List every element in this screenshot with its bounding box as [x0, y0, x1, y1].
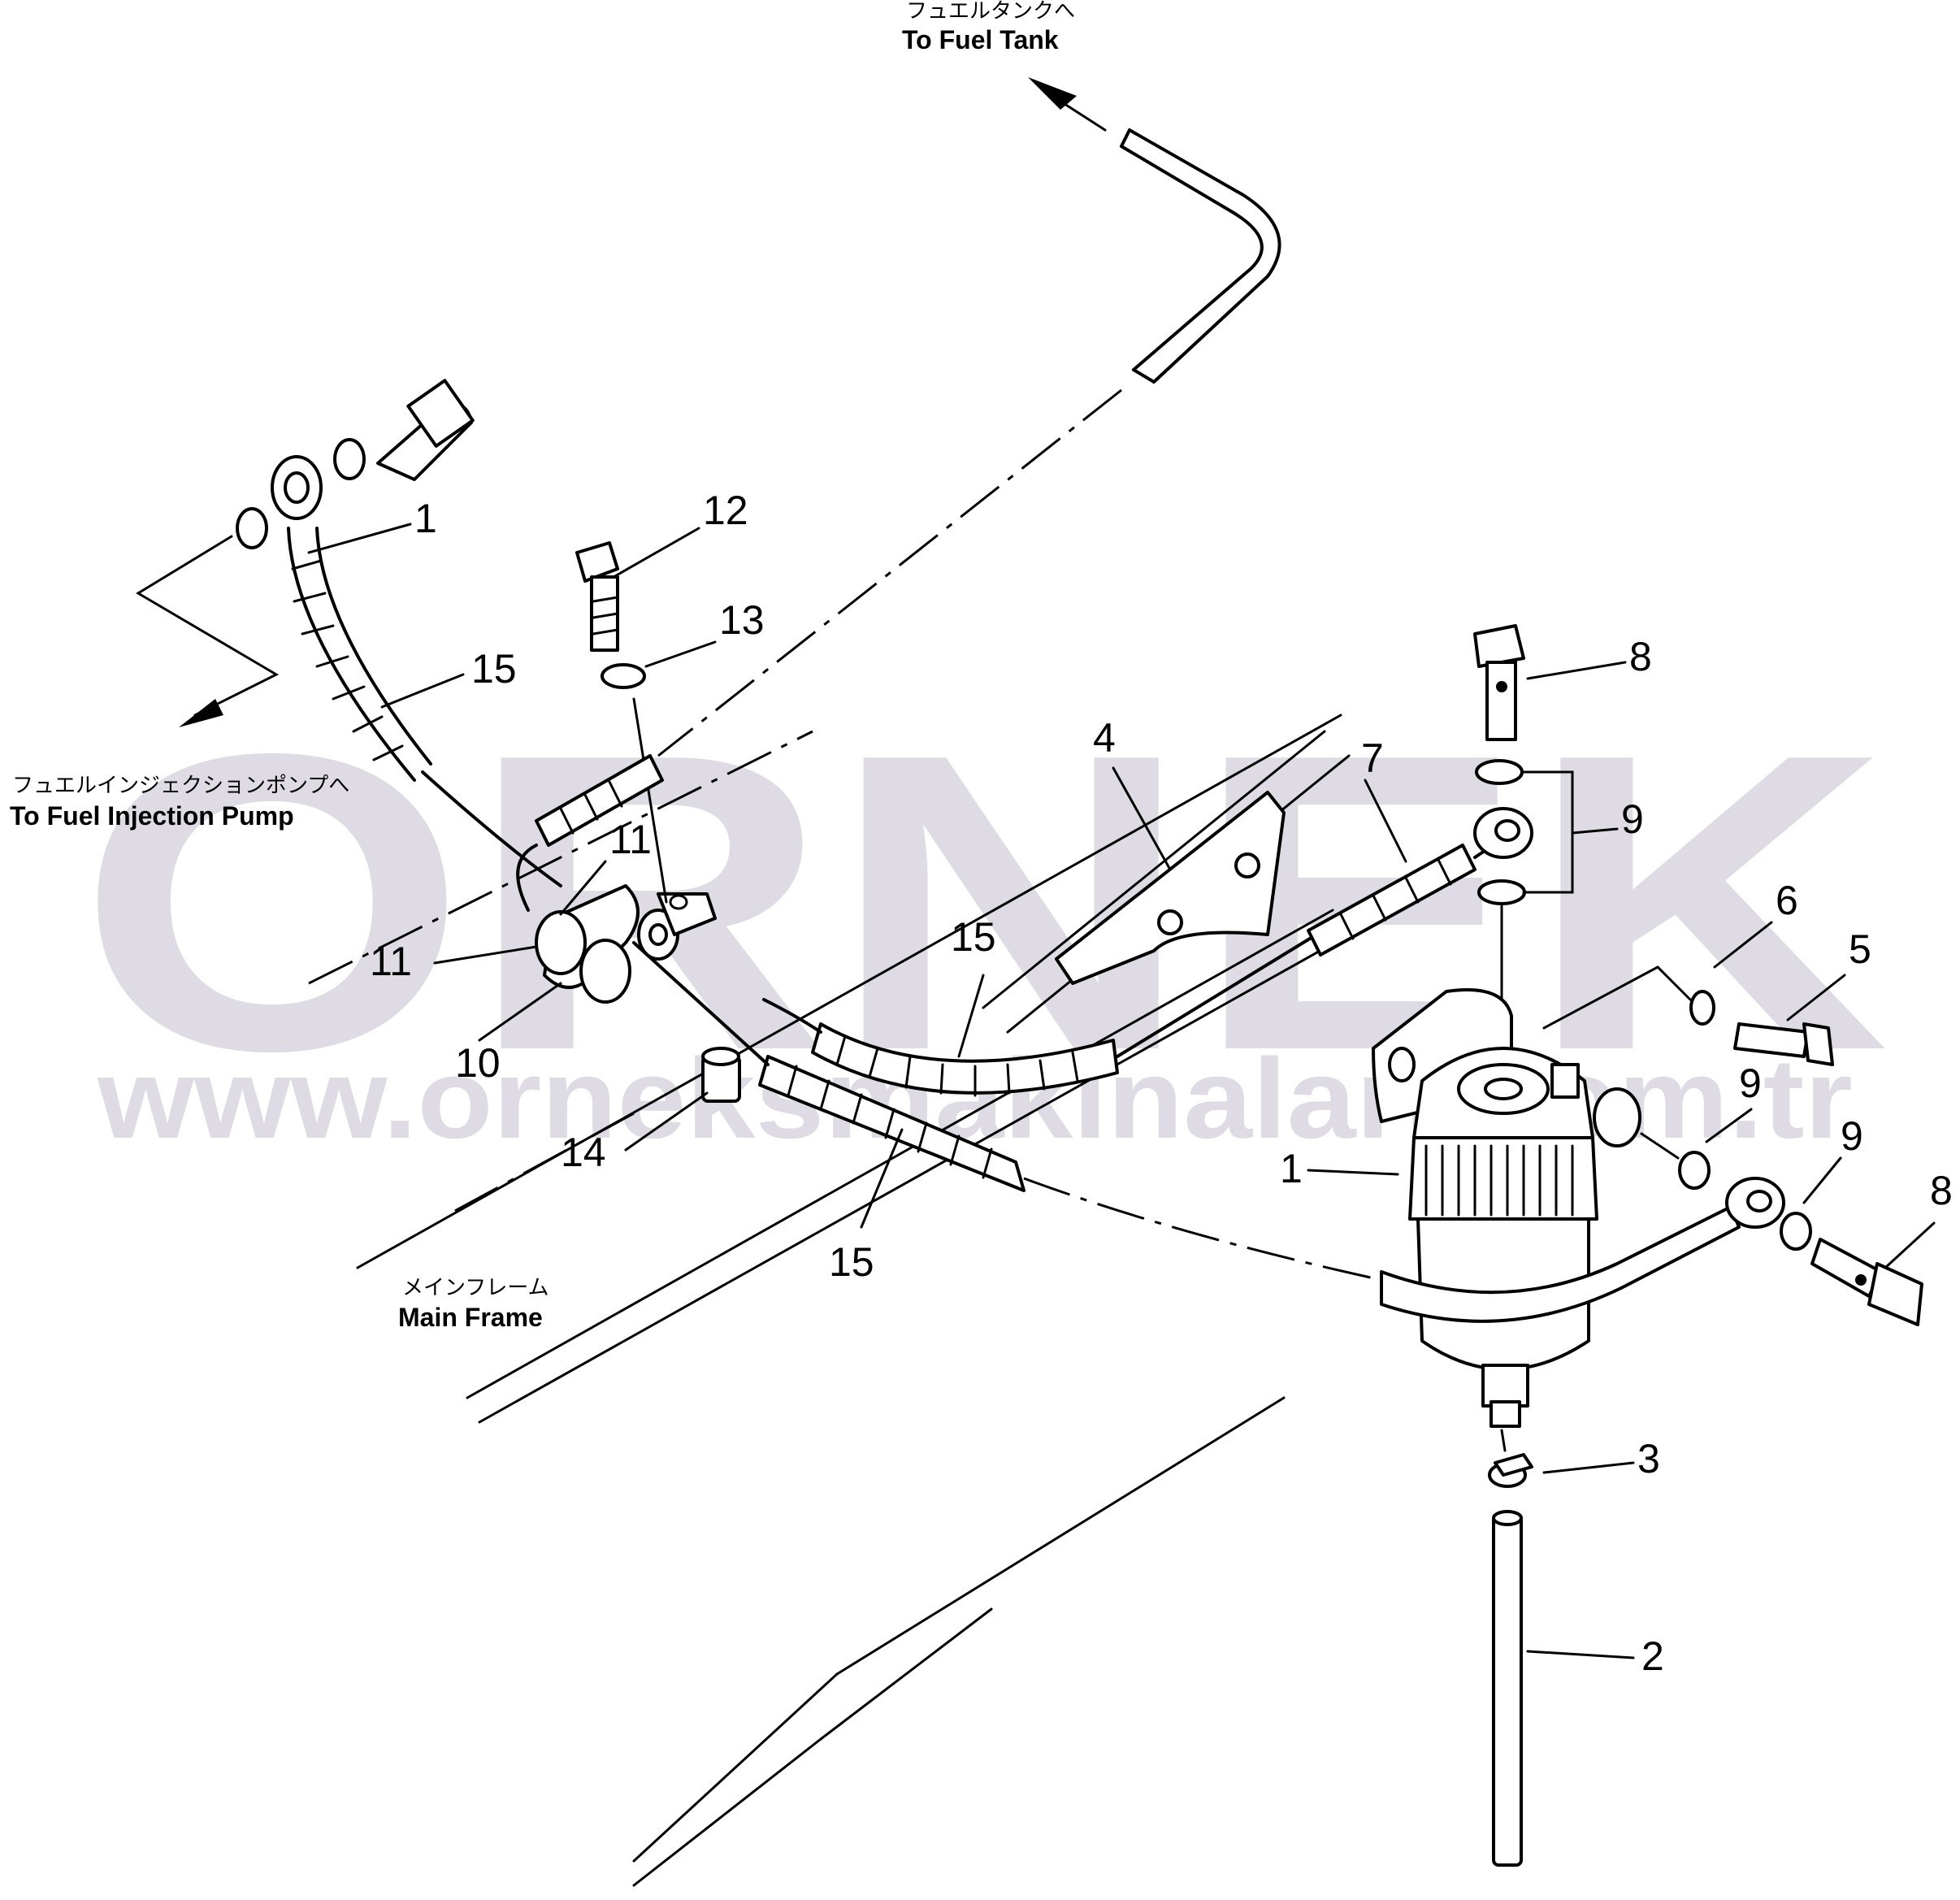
leader-lines — [307, 523, 1936, 1659]
spacer-14 — [701, 1047, 741, 1103]
callout-2: 2 — [1641, 1633, 1664, 1679]
main-frame-caption-jp: メインフレーム — [402, 1276, 549, 1300]
callout-9-right: 9 — [1841, 1113, 1863, 1159]
tube-2 — [1492, 1510, 1523, 1867]
fuel-tank-pipe — [657, 77, 1281, 757]
callout-3: 3 — [1637, 1436, 1660, 1481]
washer-13 — [601, 663, 646, 689]
washer-6 — [1689, 990, 1715, 1026]
main-frame-lines — [308, 714, 1351, 1887]
captions: フュエルタンクへ To Fuel Tank フュエルインジェクションポンプへ T… — [10, 0, 1075, 1332]
bolt-12 — [575, 541, 619, 652]
hose-15-left — [287, 527, 562, 887]
hose-7-right — [1307, 807, 1533, 957]
callout-7-right: 7 — [1361, 735, 1384, 781]
main-frame-caption-en: Main Frame — [398, 1303, 543, 1332]
callout-1: 1 — [1280, 1146, 1303, 1191]
clip-3 — [1488, 1453, 1533, 1488]
washer-9-right — [1780, 1212, 1812, 1251]
hose-15-middle — [762, 933, 1318, 1097]
bracket-4 — [1055, 791, 1286, 985]
injection-pump-caption-jp: フュエルインジェクションポンプへ — [12, 774, 349, 798]
callout-7-left: 1 — [414, 496, 437, 541]
callout-15-left: 15 — [471, 646, 517, 692]
fuel-tank-caption-en: To Fuel Tank — [902, 25, 1059, 54]
callout-5: 5 — [1849, 926, 1871, 972]
callout-9-top: 9 — [1621, 796, 1644, 842]
injection-pump-caption-en: To Fuel Injection Pump — [10, 801, 294, 831]
hose-filter-outlet — [1380, 1177, 1785, 1323]
injection-pump-arrow — [136, 535, 280, 727]
washer-9-middle — [1678, 1151, 1711, 1190]
washer-9-axis — [1640, 1132, 1680, 1160]
clip-axis — [1500, 1429, 1507, 1452]
callout-13: 13 — [719, 597, 765, 643]
fuel-tank-caption-jp: フュエルタンクへ — [906, 0, 1075, 24]
bolt-5-axis — [1542, 965, 1692, 1030]
callout-numbers: 1 1 2 3 4 5 6 7 8 8 9 9 9 10 11 11 12 13… — [370, 488, 1953, 1679]
callout-9-middle: 9 — [1739, 1061, 1762, 1106]
callout-15-middle: 15 — [951, 914, 996, 960]
callout-14: 14 — [561, 1130, 606, 1175]
clamp-assembly — [535, 884, 717, 1004]
callout-8-top: 8 — [1629, 634, 1652, 679]
bolt-axis-line — [632, 697, 668, 904]
callout-12: 12 — [703, 488, 748, 533]
callout-4: 4 — [1093, 715, 1116, 761]
callout-10: 10 — [455, 1040, 501, 1086]
callout-6: 6 — [1776, 878, 1798, 923]
bolt-5 — [1733, 1022, 1834, 1066]
hose-15-lower — [632, 941, 1382, 1282]
callout-11-left: 11 — [370, 939, 412, 984]
hose-15-stub — [516, 754, 664, 912]
callout-8-lower: 8 — [1930, 1168, 1953, 1213]
banjo-fitting-top-left — [236, 379, 475, 549]
callout-11-top: 11 — [609, 817, 652, 862]
callout-15-lower: 15 — [829, 1239, 874, 1285]
bolt-8-lower — [1810, 1238, 1923, 1326]
